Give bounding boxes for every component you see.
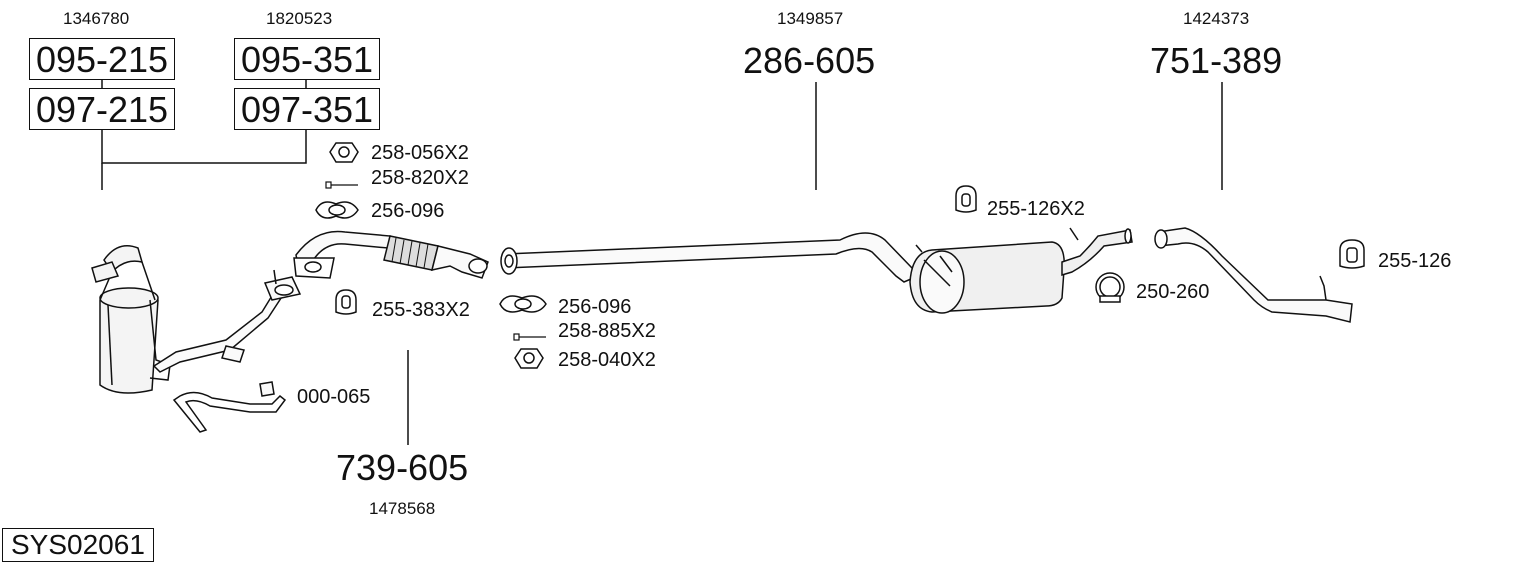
bolt-mid-label[interactable]: 258-885X2	[558, 320, 656, 342]
rubber-mount-icon	[335, 289, 357, 315]
clamp-icon	[1095, 272, 1125, 303]
cat-a-ref: 1346780	[63, 9, 130, 28]
gasket-front-label[interactable]: 256-096	[371, 200, 445, 222]
sensor-pipe-label[interactable]: 000-065	[297, 386, 371, 408]
flex-pipe-drawing	[293, 230, 489, 279]
gasket-mid-label[interactable]: 256-096	[558, 296, 632, 318]
gasket-mid-icon	[499, 295, 547, 313]
middle-silencer-code[interactable]: 286-605	[743, 40, 876, 81]
leader-cat-join	[101, 130, 307, 164]
rear-pipe-drawing	[1154, 227, 1353, 323]
hex-nut-mid-icon	[514, 348, 544, 369]
gasket-icon	[315, 201, 359, 219]
middle-silencer-ref: 1349857	[777, 9, 844, 28]
cat-b-code-top[interactable]: 095-351	[234, 38, 380, 80]
silencer-drawing	[909, 227, 1133, 314]
rear-pipe-code[interactable]: 751-389	[1150, 40, 1283, 81]
rubber-front-label[interactable]: 255-383X2	[372, 299, 470, 321]
clamp-label[interactable]: 250-260	[1136, 281, 1210, 303]
nut-front-label[interactable]: 258-056X2	[371, 142, 469, 164]
bolt-front-label[interactable]: 258-820X2	[371, 167, 469, 189]
rear-pipe-ref: 1424373	[1183, 9, 1250, 28]
cat-b-ref: 1820523	[266, 9, 333, 28]
cat-b-code-bottom[interactable]: 097-351	[234, 88, 380, 130]
catalyst-unit	[91, 245, 171, 394]
nut-mid-label[interactable]: 258-040X2	[558, 349, 656, 371]
rubber-rear-label[interactable]: 255-126	[1378, 250, 1452, 272]
rubber-mount-rear-icon	[1339, 239, 1365, 269]
hex-nut-icon	[329, 142, 359, 163]
cat-a-code-top[interactable]: 095-215	[29, 38, 175, 80]
front-pipe-ref: 1478568	[369, 499, 436, 518]
bolt-mid-icon	[513, 333, 546, 341]
system-code-box: SYS02061	[2, 528, 154, 562]
rubber-mid-label[interactable]: 255-126X2	[987, 198, 1085, 220]
middle-pipe-drawing	[500, 232, 920, 283]
cat-a-code-bottom[interactable]: 097-215	[29, 88, 175, 130]
bolt-icon	[325, 181, 358, 189]
front-pipe-code[interactable]: 739-605	[336, 447, 469, 488]
rubber-mount-mid-icon	[955, 185, 977, 213]
front-pipe-drawing	[152, 269, 302, 433]
